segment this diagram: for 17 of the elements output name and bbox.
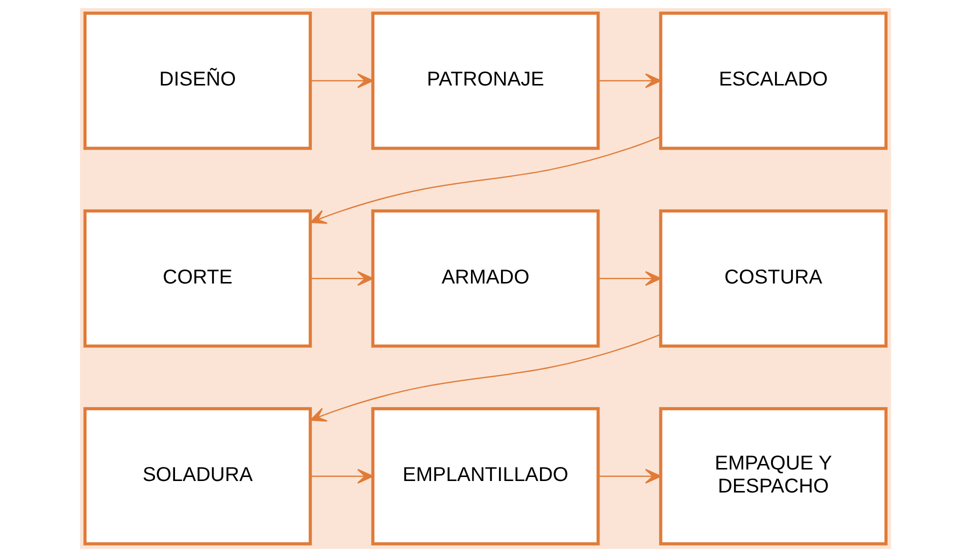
- node-box: ESCALADO: [659, 12, 888, 150]
- arrow: [310, 271, 374, 286]
- arrow: [310, 73, 374, 88]
- arrow: [598, 73, 662, 88]
- arrow: [310, 136, 661, 224]
- node-box: ARMADO: [371, 209, 600, 348]
- node-box: CORTE: [83, 209, 312, 348]
- node-box: EMPAQUE Y DESPACHO: [659, 407, 888, 546]
- node-box: EMPLANTILLADO: [371, 407, 600, 546]
- arrow: [598, 468, 662, 484]
- node-box: PATRONAJE: [371, 12, 600, 150]
- arrow: [598, 271, 662, 286]
- node-box: COSTURA: [659, 209, 888, 348]
- node-box: DISEÑO: [83, 12, 312, 150]
- arrow: [310, 334, 661, 422]
- arrow: [310, 468, 374, 484]
- node-box: SOLADURA: [83, 407, 312, 546]
